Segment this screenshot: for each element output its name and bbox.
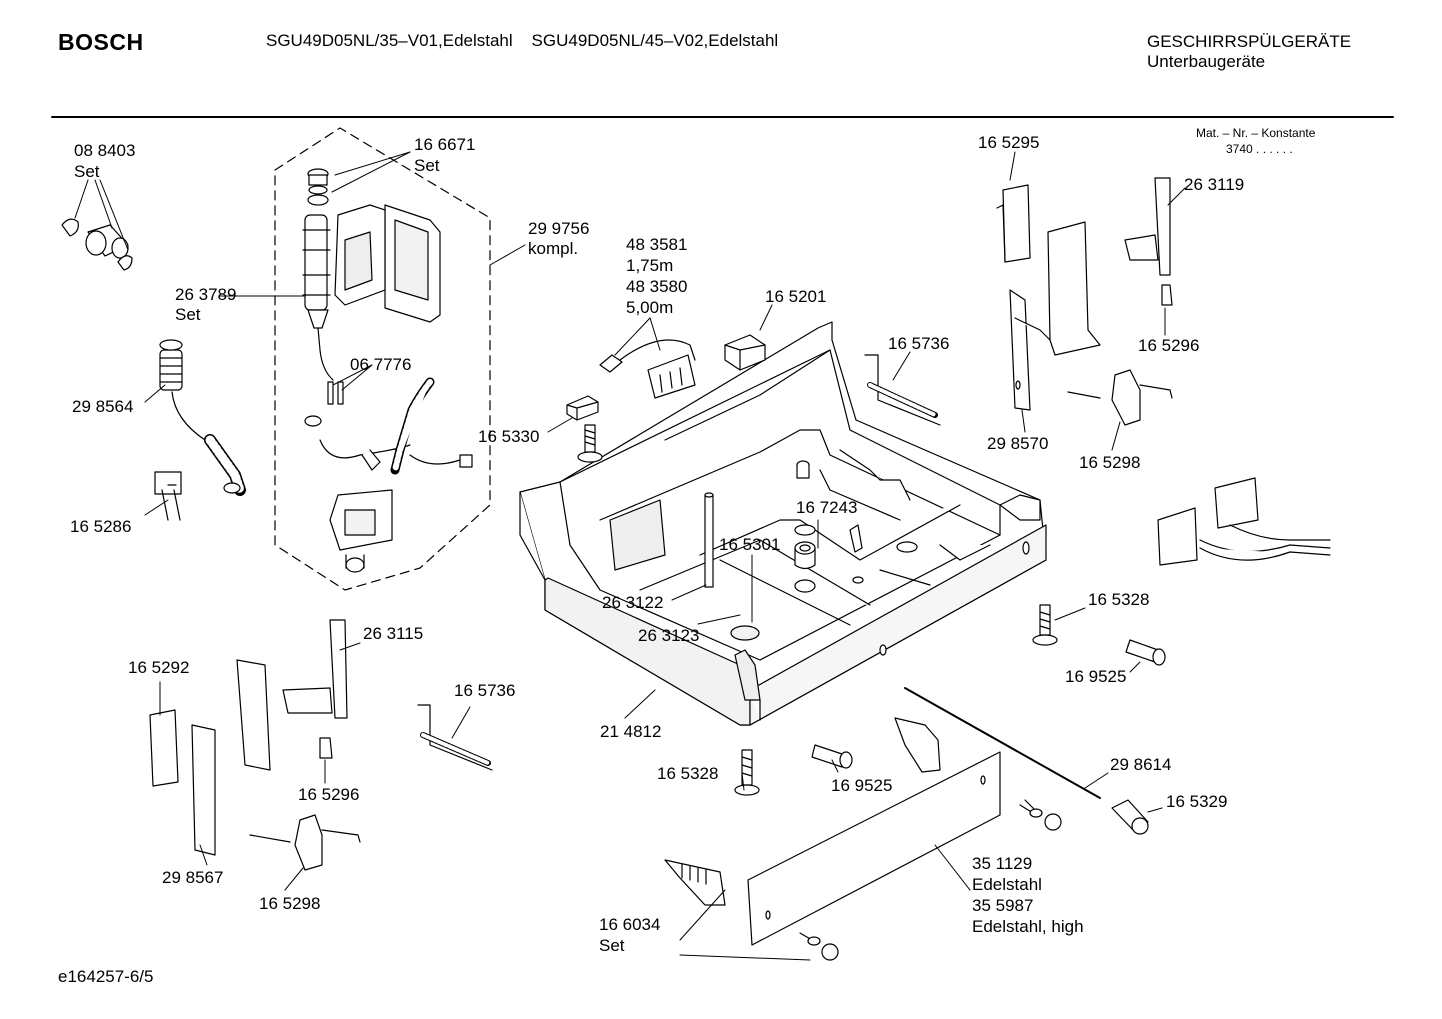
leader-lines (74, 151, 1186, 961)
spring-hose (159, 339, 246, 496)
part-label: 06 7776 (350, 355, 412, 374)
part-label: 16 5295 (978, 133, 1040, 152)
part-label: 08 8403 (74, 141, 136, 160)
part-label: Set (175, 305, 201, 324)
part-label: 16 7243 (796, 498, 858, 517)
part-label: 16 5301 (719, 535, 781, 554)
kit-outline (274, 127, 491, 591)
part-label: 16 5298 (1079, 453, 1141, 472)
category-subtitle: Unterbaugeräte (1147, 52, 1266, 71)
brand-logo: BOSCH (58, 29, 144, 55)
part-label: 35 1129 (972, 854, 1033, 873)
base-tub (519, 321, 1047, 726)
part-label: 1,75m (626, 256, 674, 275)
part-label: 16 5286 (70, 517, 132, 536)
part-label: 16 5736 (454, 681, 516, 700)
part-label: 29 8614 (1110, 755, 1172, 774)
end-cap (1111, 799, 1149, 835)
constant-label: Mat. – Nr. – Konstante (1196, 126, 1316, 140)
spring-left (417, 704, 493, 771)
part-label: 29 8564 (72, 397, 134, 416)
part-label: 16 5298 (259, 894, 321, 913)
part-label: 16 5328 (1088, 590, 1150, 609)
cable-part (599, 339, 696, 399)
part-label: 26 3789 (175, 285, 237, 304)
part-label: 16 6671 (414, 135, 476, 154)
part-label: 26 3119 (1184, 175, 1245, 194)
part-label: Set (414, 156, 440, 175)
model-numbers: SGU49D05NL/35–V01,Edelstahl SGU49D05NL/4… (266, 31, 779, 50)
clip-part (154, 471, 182, 521)
part-label: Edelstahl (972, 875, 1042, 894)
part-label: 16 5292 (128, 658, 190, 677)
part-label: 21 4812 (600, 722, 662, 741)
part-label: 29 9756 (528, 219, 590, 238)
part-label: Edelstahl, high (972, 917, 1084, 936)
part-label: 29 8567 (162, 868, 224, 887)
part-label: 26 3122 (602, 593, 664, 612)
part-label: 48 3580 (626, 277, 688, 296)
small-block (566, 395, 599, 421)
part-label: 16 5736 (888, 334, 950, 353)
spring-right (864, 354, 941, 426)
part-label: 16 5328 (657, 764, 719, 783)
part-label: 16 5330 (478, 427, 540, 446)
harness (1157, 477, 1331, 566)
part-label: 26 3115 (363, 624, 424, 643)
part-label: 35 5987 (972, 896, 1034, 915)
part-label: 29 8570 (987, 434, 1049, 453)
valve-assembly (302, 168, 473, 573)
part-label: 16 6034 (599, 915, 661, 934)
part-label: kompl. (528, 239, 579, 258)
document-id: e164257-6/5 (58, 967, 154, 986)
part-label: 16 9525 (1065, 667, 1127, 686)
part-label: Set (74, 162, 100, 181)
part-label: 26 3123 (638, 626, 700, 645)
part-label: 16 5296 (1138, 336, 1200, 355)
door-panel (664, 717, 1001, 946)
constant-value: 3740 . . . . . . (1226, 142, 1293, 156)
part-label: 16 5329 (1166, 792, 1228, 811)
part-label: 16 9525 (831, 776, 893, 795)
screws (577, 424, 1166, 961)
part-label: 48 3581 (626, 235, 688, 254)
part-label: 5,00m (626, 298, 674, 317)
hinge-left (149, 619, 361, 871)
part-label: Set (599, 936, 625, 955)
hose-piece (61, 218, 133, 271)
part-label: 16 5296 (298, 785, 360, 804)
part-label: 16 5201 (765, 287, 827, 306)
hinge-right (996, 177, 1173, 426)
connector-block (724, 334, 766, 371)
rod (904, 687, 1101, 799)
category-title: GESCHIRRSPÜLGERÄTE (1147, 32, 1352, 51)
